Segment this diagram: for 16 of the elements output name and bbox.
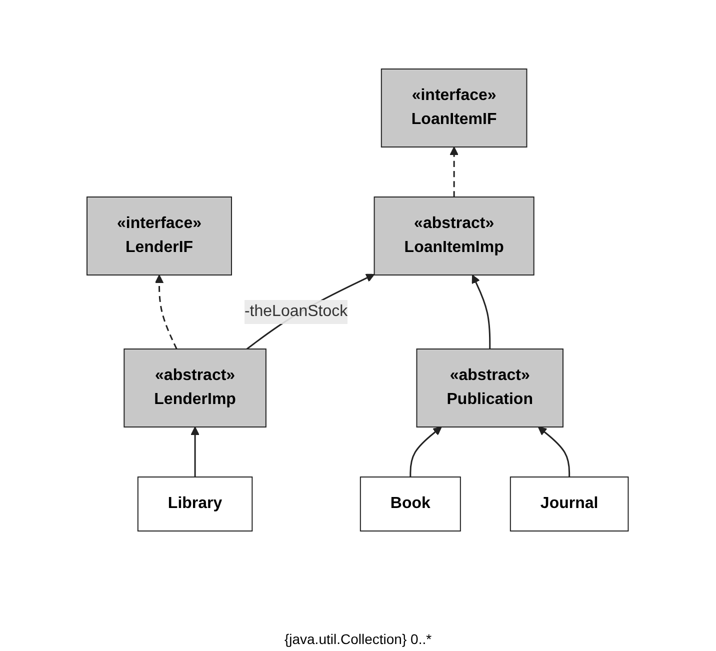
node-box: Book — [360, 476, 462, 532]
arrow — [538, 426, 570, 477]
arrow — [191, 426, 200, 477]
node-box: «abstract» LenderImp — [124, 348, 267, 428]
arrow — [472, 274, 491, 349]
node-box: «abstract» LoanItemImp — [374, 196, 535, 276]
edge-label: -theLoanStock — [244, 303, 348, 320]
node-box: Library — [138, 476, 254, 532]
arrow — [155, 274, 178, 350]
node-box: «interface» LenderIF — [86, 196, 232, 276]
arrow — [410, 426, 442, 477]
node-box: «interface» LoanItemIF — [381, 68, 528, 148]
arrow — [450, 146, 459, 197]
multiplicity-label: {java.util.Collection} 0..* — [284, 631, 432, 647]
node-box: «abstract» Publication — [416, 348, 564, 428]
node-box: Journal — [510, 476, 630, 532]
